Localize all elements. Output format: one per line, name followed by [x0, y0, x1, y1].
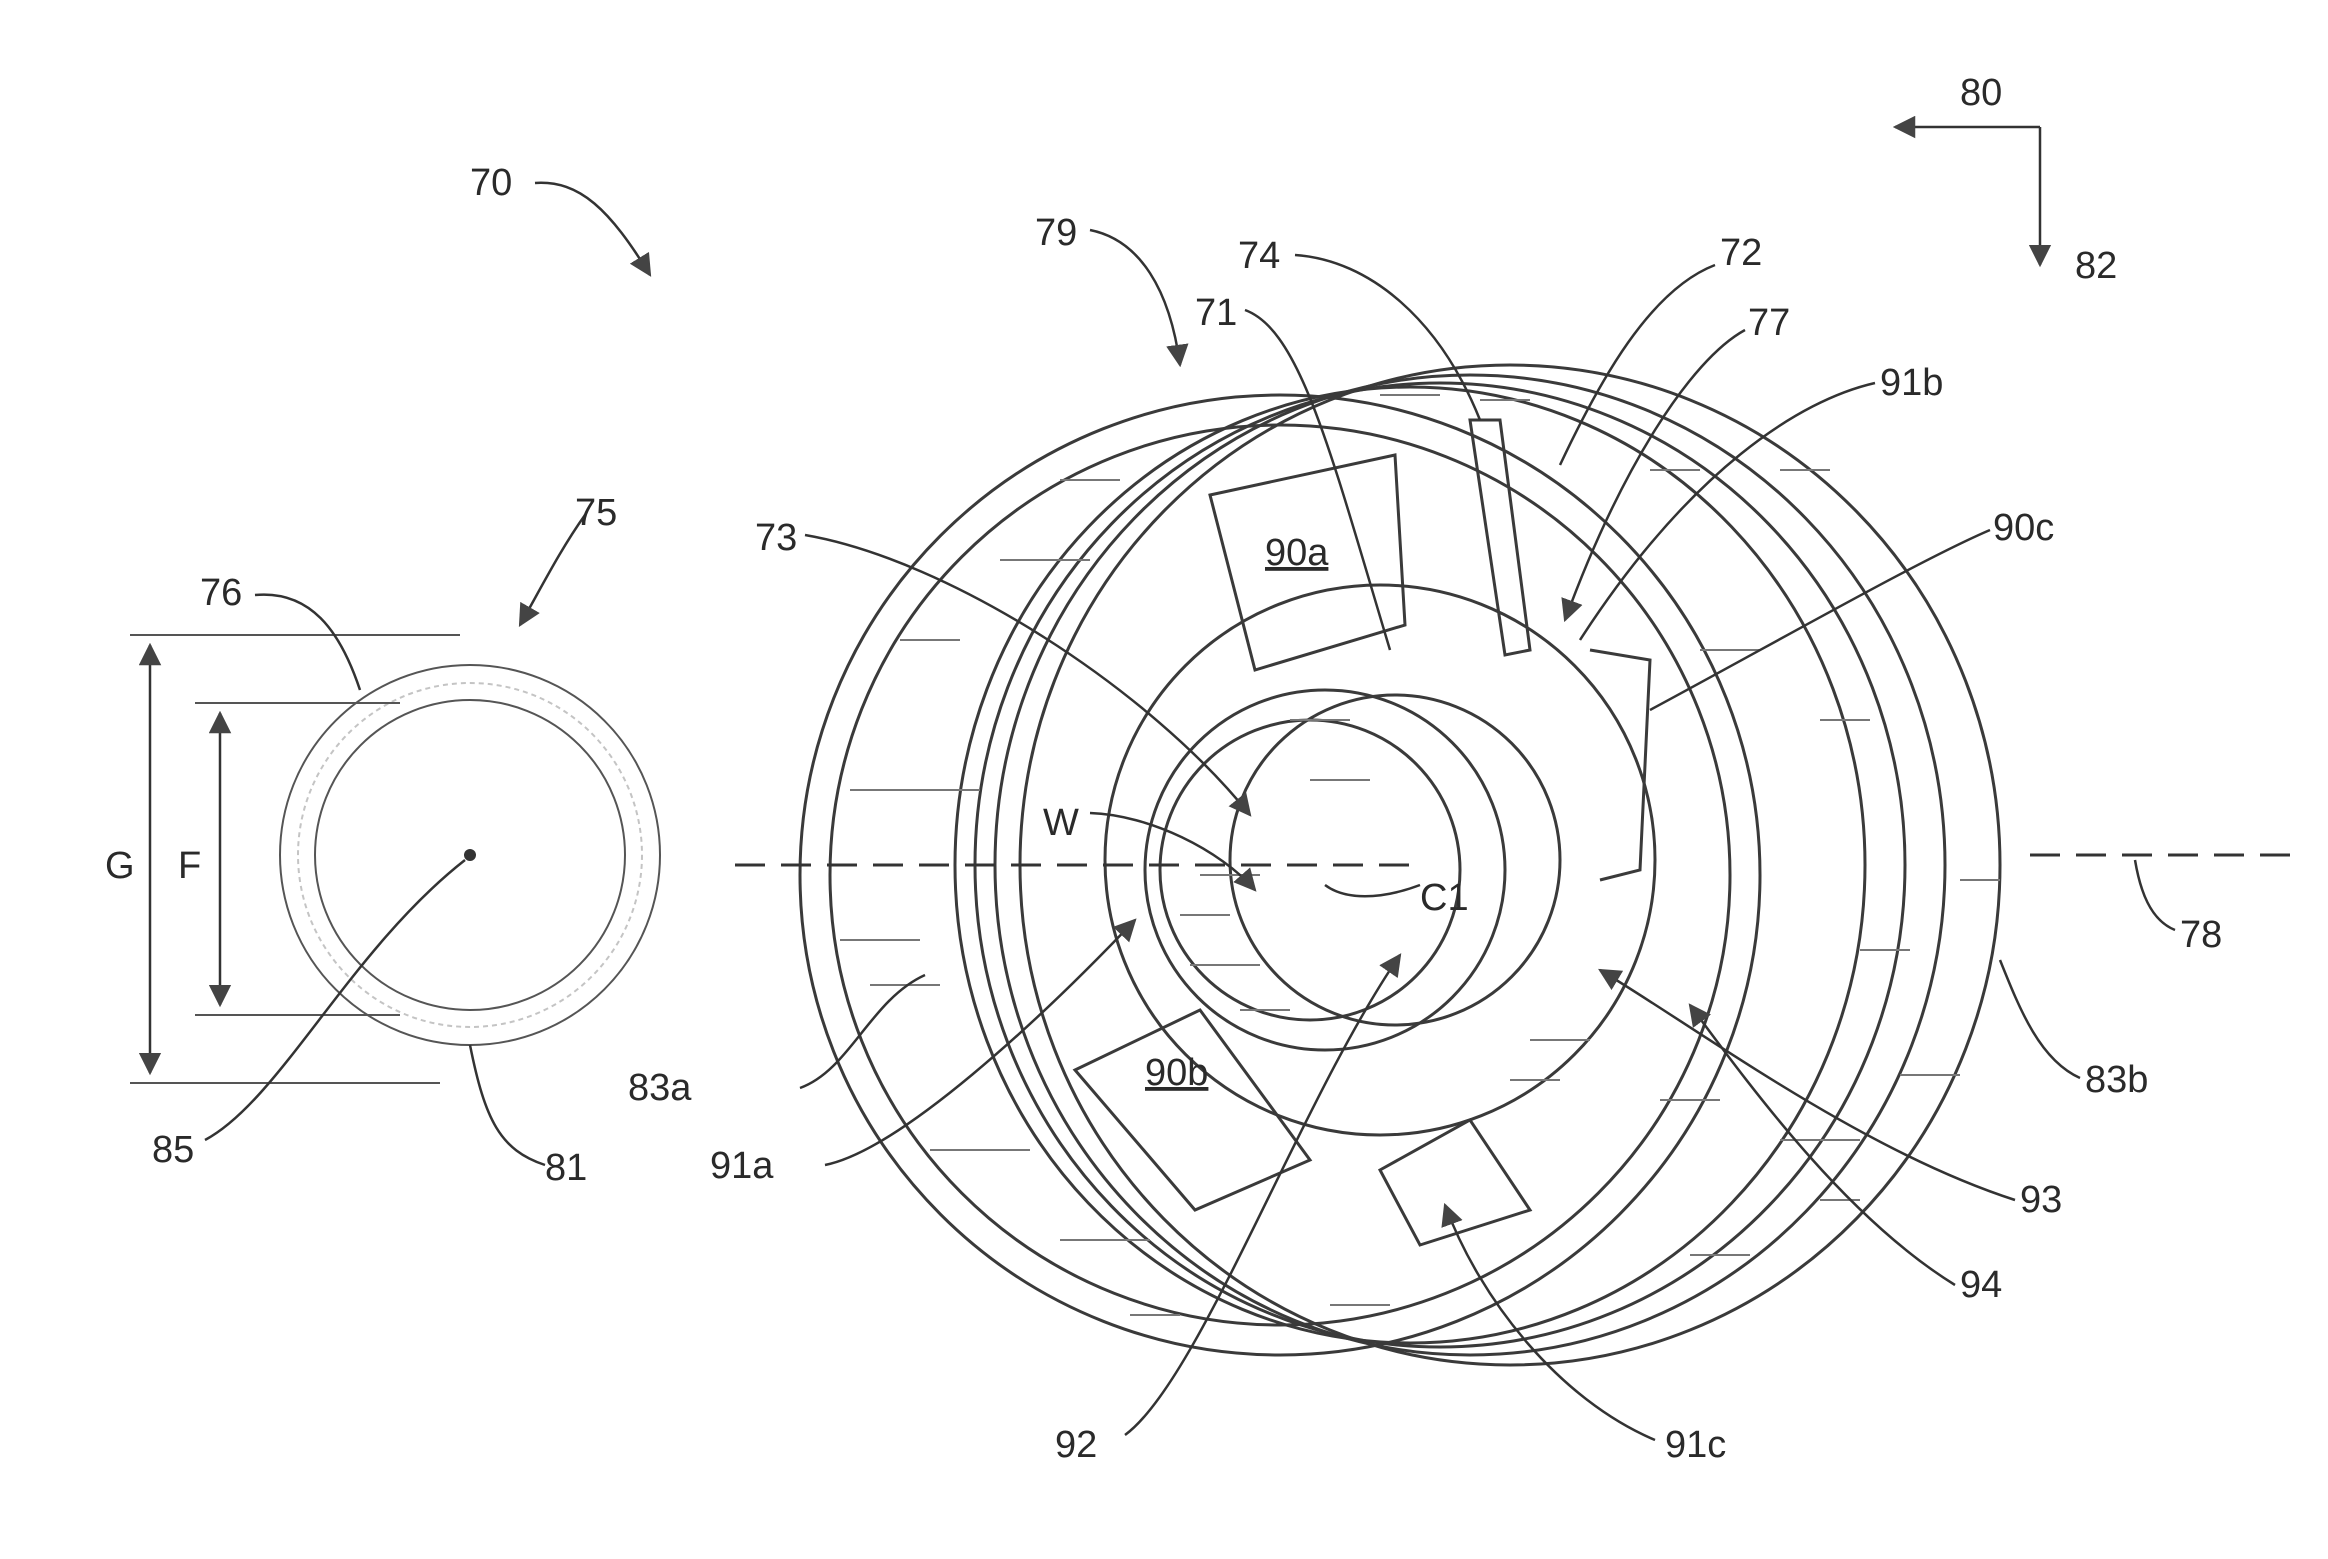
label-92: 92 — [1055, 1424, 1097, 1466]
label-c1: C1 — [1420, 877, 1469, 919]
label-77: 77 — [1748, 302, 1790, 344]
label-91a: 91a — [710, 1145, 774, 1187]
label-83b: 83b — [2085, 1059, 2148, 1101]
leader-91c — [1445, 1205, 1655, 1440]
label-91b: 91b — [1880, 362, 1943, 404]
label-74: 74 — [1238, 235, 1280, 277]
label-90b: 90b — [1145, 1052, 1208, 1094]
label-72: 72 — [1720, 232, 1762, 274]
label-g: G — [105, 845, 135, 887]
label-79: 79 — [1035, 212, 1077, 254]
label-94: 94 — [1960, 1264, 2002, 1306]
label-f: F — [178, 845, 201, 887]
label-w: W — [1043, 802, 1079, 844]
leader-78 — [2135, 860, 2175, 930]
label-91c: 91c — [1665, 1424, 1726, 1466]
label-93: 93 — [2020, 1179, 2062, 1221]
label-78: 78 — [2180, 914, 2222, 956]
leader-76 — [255, 595, 360, 690]
dimension-f — [195, 703, 400, 1015]
leader-90c — [1650, 530, 1990, 710]
label-90c: 90c — [1993, 507, 2054, 549]
coil-spring-75 — [280, 665, 660, 1045]
tab-90b — [1075, 1010, 1310, 1210]
label-80: 80 — [1960, 72, 2002, 114]
label-75: 75 — [575, 492, 617, 534]
label-73: 73 — [755, 517, 797, 559]
leader-83b — [2000, 960, 2080, 1078]
label-90a: 90a — [1265, 532, 1329, 574]
leader-70 — [535, 183, 650, 275]
leader-81 — [470, 1045, 545, 1165]
tab-90c — [1590, 650, 1650, 880]
label-85: 85 — [152, 1129, 194, 1171]
tab-91c — [1380, 1120, 1530, 1245]
center-point-85 — [464, 849, 476, 861]
label-70: 70 — [470, 162, 512, 204]
slot-77 — [1470, 420, 1530, 655]
label-71: 71 — [1195, 292, 1237, 334]
label-82: 82 — [2075, 245, 2117, 287]
leader-71 — [1245, 310, 1390, 650]
direction-arrows — [1895, 127, 2040, 265]
leader-72 — [1560, 265, 1715, 465]
label-83a: 83a — [628, 1067, 692, 1109]
leader-c1 — [1325, 885, 1420, 896]
leader-79 — [1090, 230, 1180, 365]
leader-85 — [205, 860, 465, 1140]
hatching — [840, 395, 2000, 1315]
label-81: 81 — [545, 1147, 587, 1189]
leader-83a — [800, 975, 925, 1088]
label-76: 76 — [200, 572, 242, 614]
